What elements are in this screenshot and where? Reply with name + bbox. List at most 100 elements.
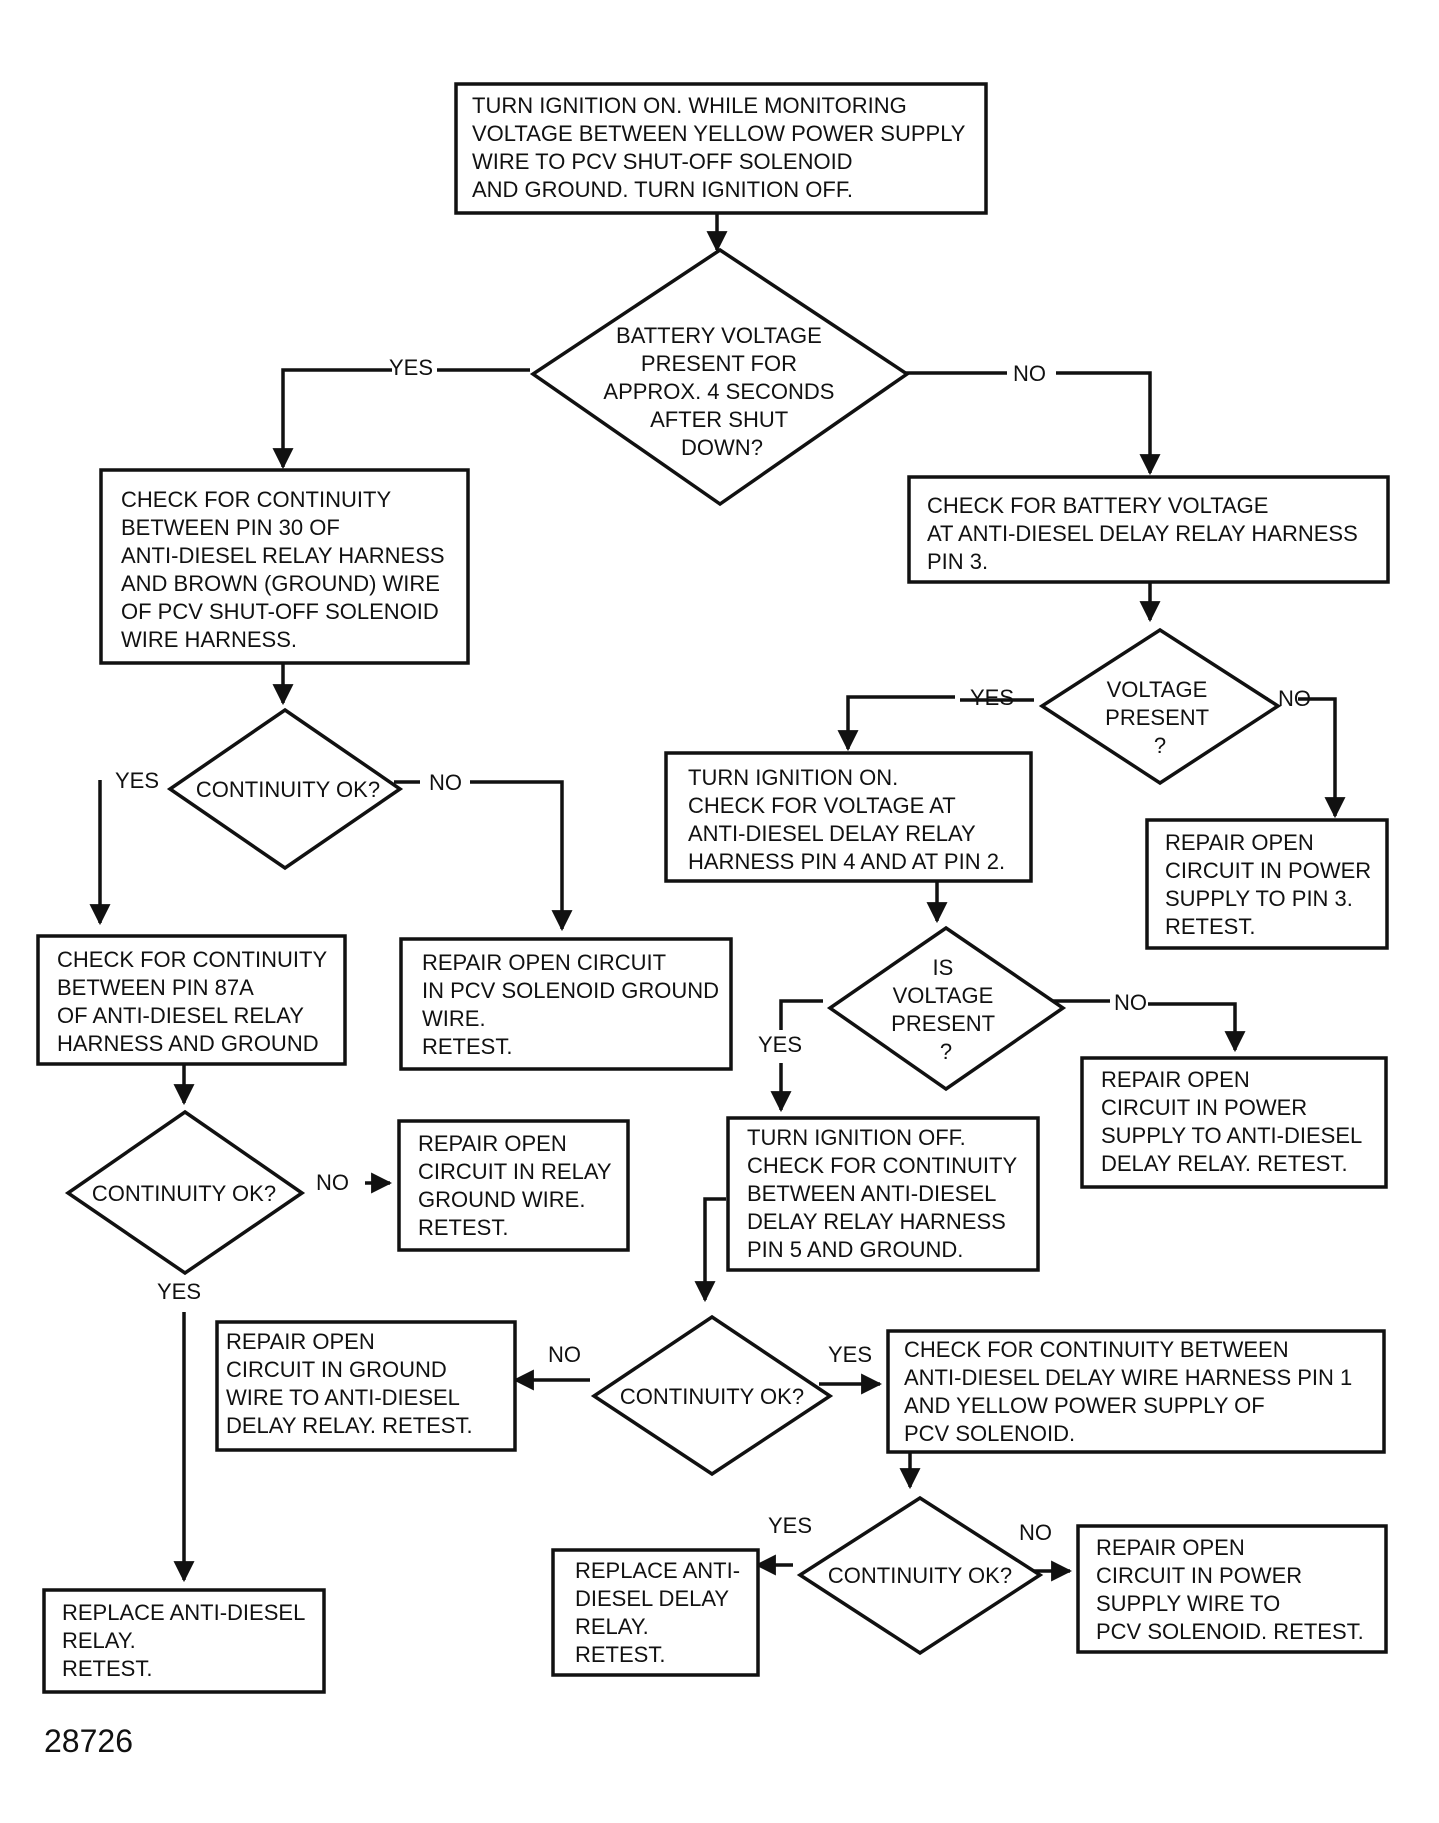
- no-label: NO: [548, 1342, 581, 1367]
- text-line: CHECK FOR CONTINUITY: [57, 947, 327, 972]
- connector-arrow: [1298, 697, 1346, 819]
- connector-arrow: [1148, 1002, 1246, 1053]
- text-line: AND YELLOW POWER SUPPLY OF: [904, 1393, 1265, 1418]
- text-line: CHECK FOR CONTINUITY: [747, 1153, 1017, 1178]
- text-line: PRESENT: [1105, 705, 1209, 730]
- text-line: PIN 3.: [927, 549, 988, 574]
- text-line: REPLACE ANTI-DIESEL: [62, 1600, 305, 1625]
- text-line: AFTER SHUT: [650, 407, 788, 432]
- decision-text: CONTINUITY OK?: [196, 777, 380, 802]
- step-text: REPAIR OPEN CIRCUIT IN GROUND WIRE TO AN…: [226, 1329, 473, 1438]
- continuity-4-decision: CONTINUITY OK?: [796, 1495, 1044, 1656]
- repair-pcv-ground-box: [399, 937, 733, 1071]
- no-label: NO: [316, 1170, 349, 1195]
- step-text: REPAIR OPEN CIRCUIT IN PCV SOLENOID GROU…: [422, 950, 725, 1059]
- step-text: REPAIR OPEN CIRCUIT IN POWER SUPPLY WIRE…: [1096, 1535, 1364, 1644]
- repair-pcv-supply-step: REPAIR OPEN CIRCUIT IN POWER SUPPLY WIRE…: [1076, 1524, 1388, 1654]
- yes-label: YES: [115, 768, 159, 793]
- check-pin87a-box: [36, 934, 347, 1066]
- text-line: CONTINUITY OK?: [620, 1384, 804, 1409]
- check-pin5-step: TURN IGNITION OFF. CHECK FOR CONTINUITY …: [726, 1116, 1040, 1272]
- text-line: VOLTAGE: [1107, 677, 1208, 702]
- check-pin30-box: [99, 468, 470, 665]
- text-line: AND BROWN (GROUND) WIRE: [121, 571, 440, 596]
- text-line: TURN IGNITION ON. WHILE MONITORING: [472, 93, 907, 118]
- text-line: REPAIR OPEN: [1096, 1535, 1245, 1560]
- text-line: BATTERY VOLTAGE: [616, 323, 822, 348]
- repair-relay-ground-box: [397, 1119, 630, 1252]
- yes-label: YES: [157, 1279, 201, 1304]
- text-line: IN PCV SOLENOID GROUND: [422, 978, 719, 1003]
- text-line: BETWEEN PIN 30 OF: [121, 515, 340, 540]
- decision-text: CONTINUITY OK?: [828, 1563, 1012, 1588]
- check-pin1-box: [886, 1329, 1386, 1454]
- branch-labels: YES NO YES NO YES NO YES NO NO YES NO YE…: [115, 355, 1311, 1545]
- text-line: VOLTAGE: [893, 983, 994, 1008]
- text-line: CIRCUIT IN RELAY: [418, 1159, 612, 1184]
- repair-relay-ground-step: REPAIR OPEN CIRCUIT IN RELAY GROUND WIRE…: [397, 1119, 630, 1252]
- check-pin5-box: [726, 1116, 1040, 1272]
- text-line: DIESEL DELAY: [575, 1586, 729, 1611]
- replace-delay-relay-step: REPLACE ANTI- DIESEL DELAY RELAY. RETEST…: [551, 1548, 760, 1677]
- connector-arrow: [272, 368, 392, 470]
- connector-arrow: [694, 1197, 726, 1303]
- text-line: CONTINUITY OK?: [828, 1563, 1012, 1588]
- connector-arrow: [837, 695, 955, 752]
- start-step: TURN IGNITION ON. WHILE MONITORING VOLTA…: [454, 82, 988, 215]
- no-label: NO: [1019, 1520, 1052, 1545]
- text-line: RETEST.: [422, 1034, 512, 1059]
- text-line: AT ANTI-DIESEL DELAY RELAY HARNESS: [927, 521, 1358, 546]
- text-line: CHECK FOR BATTERY VOLTAGE: [927, 493, 1268, 518]
- check-pin1-step: CHECK FOR CONTINUITY BETWEEN ANTI-DIESEL…: [886, 1329, 1386, 1454]
- check-pin30-step: CHECK FOR CONTINUITY BETWEEN PIN 30 OF A…: [99, 468, 470, 665]
- step-text: TURN IGNITION ON. WHILE MONITORING VOLTA…: [472, 93, 971, 202]
- no-label: NO: [1278, 686, 1311, 711]
- no-label: NO: [1114, 990, 1147, 1015]
- text-line: CHECK FOR VOLTAGE AT: [688, 793, 955, 818]
- text-line: PCV SOLENOID. RETEST.: [1096, 1619, 1364, 1644]
- text-line: DELAY RELAY HARNESS: [747, 1209, 1006, 1234]
- decision-text: CONTINUITY OK?: [92, 1181, 276, 1206]
- text-line: SUPPLY TO ANTI-DIESEL: [1101, 1123, 1362, 1148]
- connector-arrow: [779, 999, 823, 1030]
- connector-arrow: [470, 780, 573, 932]
- text-line: REPAIR OPEN: [418, 1131, 567, 1156]
- text-line: OF PCV SHUT-OFF SOLENOID: [121, 599, 439, 624]
- repair-relay-supply-box: [1080, 1056, 1388, 1189]
- check-pin4-pin2-step: TURN IGNITION ON. CHECK FOR VOLTAGE AT A…: [664, 751, 1033, 883]
- text-line: PCV SOLENOID.: [904, 1421, 1075, 1446]
- check-pin3-box: [907, 475, 1390, 584]
- text-line: CONTINUITY OK?: [196, 777, 380, 802]
- text-line: TURN IGNITION OFF.: [747, 1125, 966, 1150]
- text-line: RETEST.: [1165, 914, 1255, 939]
- text-line: REPAIR OPEN: [1165, 830, 1314, 855]
- text-line: HARNESS PIN 4 AND AT PIN 2.: [688, 849, 1005, 874]
- replace-delay-relay-box: [551, 1548, 760, 1677]
- continuity-1-decision: CONTINUITY OK?: [166, 707, 404, 871]
- decision-text: VOLTAGE PRESENT ?: [1105, 677, 1215, 758]
- repair-pin3-step: REPAIR OPEN CIRCUIT IN POWER SUPPLY TO P…: [1145, 818, 1389, 950]
- check-pin3-step: CHECK FOR BATTERY VOLTAGE AT ANTI-DIESEL…: [907, 475, 1390, 584]
- text-line: RELAY.: [575, 1614, 649, 1639]
- text-line: CHECK FOR CONTINUITY BETWEEN: [904, 1337, 1289, 1362]
- step-text: TURN IGNITION ON. CHECK FOR VOLTAGE AT A…: [688, 765, 1005, 874]
- text-line: IS: [933, 955, 954, 980]
- text-line: GROUND WIRE.: [418, 1187, 585, 1212]
- connector-arrow: [1056, 371, 1161, 476]
- replace-relay-left-step: REPLACE ANTI-DIESEL RELAY. RETEST.: [42, 1588, 326, 1694]
- text-line: HARNESS AND GROUND: [57, 1031, 319, 1056]
- text-line: CHECK FOR CONTINUITY: [121, 487, 391, 512]
- text-line: PIN 5 AND GROUND.: [747, 1237, 963, 1262]
- text-line: CONTINUITY OK?: [92, 1181, 276, 1206]
- decision-text: IS VOLTAGE PRESENT ?: [891, 955, 1001, 1064]
- decision-diamond: [796, 1495, 1044, 1656]
- text-line: AND GROUND. TURN IGNITION OFF.: [472, 177, 853, 202]
- text-line: ?: [1154, 733, 1166, 758]
- no-label: NO: [429, 770, 462, 795]
- text-line: PRESENT FOR: [641, 351, 797, 376]
- text-line: APPROX. 4 SECONDS: [603, 379, 834, 404]
- text-line: BETWEEN PIN 87A: [57, 975, 254, 1000]
- text-line: RELAY.: [62, 1628, 136, 1653]
- check-pin4-pin2-box: [664, 751, 1033, 883]
- step-text: REPLACE ANTI- DIESEL DELAY RELAY. RETEST…: [575, 1558, 746, 1667]
